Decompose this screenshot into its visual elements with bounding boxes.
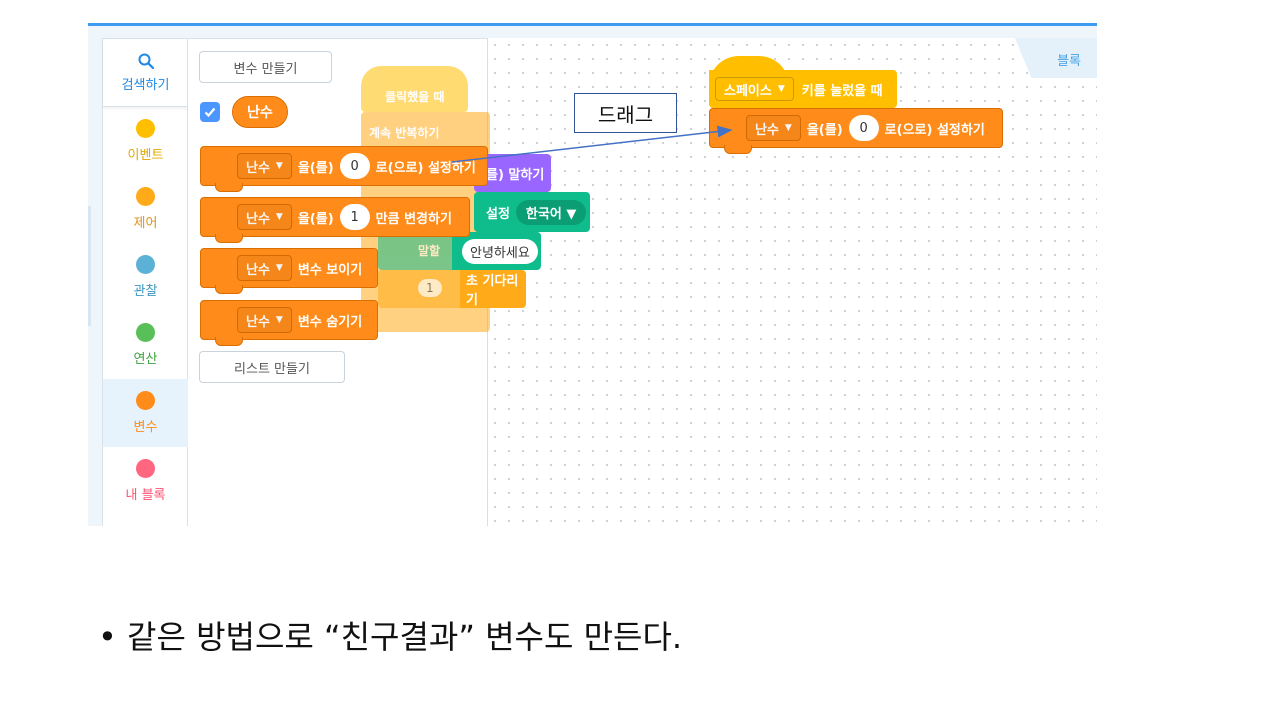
show-variable-block[interactable]: 난수 ▼ 변수 보이기 [200, 248, 378, 294]
tab-blocks-label: 블록 [1057, 54, 1081, 69]
wait-block[interactable]: 초 기다리기 [460, 270, 526, 308]
category-label: 이벤트 [127, 148, 164, 163]
dropdown-arrow-icon: ▼ [777, 84, 785, 94]
check-icon [204, 107, 216, 118]
category-label: 내 블록 [125, 488, 166, 503]
hat-body: 스페이스 ▼ 키를 눌렀을 때 [709, 70, 897, 108]
speak-block[interactable]: 안녕하세요 [452, 232, 541, 270]
events-dot-icon [136, 119, 155, 138]
hat-text: 키를 눌렀을 때 [801, 83, 883, 99]
key-dropdown[interactable]: 스페이스 ▼ [715, 77, 794, 101]
category-my-blocks[interactable]: 내 블록 [103, 447, 188, 515]
operators-dot-icon [136, 323, 155, 342]
dropdown-label: 난수 [246, 211, 270, 227]
sensing-dot-icon [136, 255, 155, 274]
editor-top-border [88, 23, 1097, 26]
dropdown-label: 스페이스 [724, 83, 772, 99]
category-search[interactable]: 검색하기 [103, 39, 188, 107]
value-input[interactable]: 0 [848, 115, 879, 141]
variable-dropdown[interactable]: 난수 ▼ [746, 115, 801, 141]
workspace-set-variable-block[interactable]: 난수 ▼ 을(를) 0 로(으로) 설정하기 [709, 108, 1003, 154]
category-label: 관찰 [133, 284, 158, 299]
category-sensing[interactable]: 관찰 [103, 243, 188, 311]
search-icon [138, 53, 154, 70]
language-block-text: 설정 [486, 206, 510, 222]
make-variable-button[interactable]: 변수 만들기 [199, 51, 332, 83]
dropdown-arrow-icon: ▼ [275, 161, 283, 171]
block-text: 만큼 변경하기 [375, 211, 452, 227]
ghost-speak-text: 말할 [418, 244, 441, 258]
category-operators[interactable]: 연산 [103, 311, 188, 379]
variable-dropdown[interactable]: 난수 ▼ [237, 255, 292, 281]
dropdown-arrow-icon: ▼ [784, 123, 792, 133]
block-text: 변수 보이기 [297, 262, 363, 278]
category-label: 제어 [133, 216, 158, 231]
dropdown-arrow-icon: ▼ [275, 315, 283, 325]
set-variable-block[interactable]: 난수 ▼ 을(를) 0 로(으로) 설정하기 [200, 146, 488, 192]
language-block[interactable]: 설정 한국어 ▼ [474, 192, 590, 232]
control-dot-icon [136, 187, 155, 206]
dropdown-label: 난수 [246, 314, 270, 330]
ghost-hat-block: 클릭했을 때 [361, 66, 468, 112]
category-label: 검색하기 [121, 78, 170, 93]
block-text: 로(으로) 설정하기 [884, 122, 985, 138]
category-sidebar: 검색하기 이벤트 제어 관찰 연산 변수 내 블록 [102, 38, 188, 526]
dropdown-arrow-icon: ▼ [275, 212, 283, 222]
variables-dot-icon [136, 391, 155, 410]
make-list-button[interactable]: 리스트 만들기 [199, 351, 345, 383]
say-block-text: 를) 말하기 [486, 167, 545, 183]
block-text: 로(으로) 설정하기 [375, 160, 476, 176]
dropdown-label: 난수 [755, 122, 779, 138]
category-label: 연산 [133, 352, 158, 367]
block-editor: 검색하기 이벤트 제어 관찰 연산 변수 내 블록 블록 [88, 26, 1097, 526]
drag-annotation: 드래그 [574, 93, 677, 133]
hide-variable-block[interactable]: 난수 ▼ 변수 숨기기 [200, 300, 378, 346]
wait-block-text: 초 기다리기 [466, 274, 519, 308]
stage-edge [88, 206, 91, 326]
variable-dropdown[interactable]: 난수 ▼ [237, 153, 292, 179]
language-dropdown[interactable]: 한국어 ▼ [515, 199, 587, 225]
variable-dropdown[interactable]: 난수 ▼ [237, 307, 292, 333]
dropdown-arrow-icon: ▼ [275, 263, 283, 273]
category-variables[interactable]: 변수 [103, 379, 188, 447]
block-text: 을(를) [297, 160, 334, 176]
value-input[interactable]: 1 [339, 204, 370, 230]
variable-reporter[interactable]: 난수 [232, 96, 288, 128]
slide-caption: • 같은 방법으로 “친구결과” 변수도 만든다. [98, 618, 683, 656]
dropdown-label: 난수 [246, 262, 270, 278]
ghost-forever-text: 계속 반복하기 [369, 126, 440, 140]
my-blocks-dot-icon [136, 459, 155, 478]
value-input[interactable]: 0 [339, 153, 370, 179]
block-text: 을(를) [297, 211, 334, 227]
ghost-flag-text: 클릭했을 때 [385, 90, 445, 104]
block-text: 변수 숨기기 [297, 314, 363, 330]
variable-dropdown[interactable]: 난수 ▼ [237, 204, 292, 230]
variable-checkbox[interactable] [200, 102, 220, 122]
block-text: 을(를) [806, 122, 843, 138]
category-events[interactable]: 이벤트 [103, 107, 188, 175]
dropdown-label: 난수 [246, 160, 270, 176]
category-label: 변수 [133, 420, 158, 435]
ghost-wait-value: 1 [418, 279, 442, 297]
change-variable-block[interactable]: 난수 ▼ 을(를) 1 만큼 변경하기 [200, 197, 470, 243]
category-control[interactable]: 제어 [103, 175, 188, 243]
speak-value[interactable]: 안녕하세요 [462, 238, 538, 264]
